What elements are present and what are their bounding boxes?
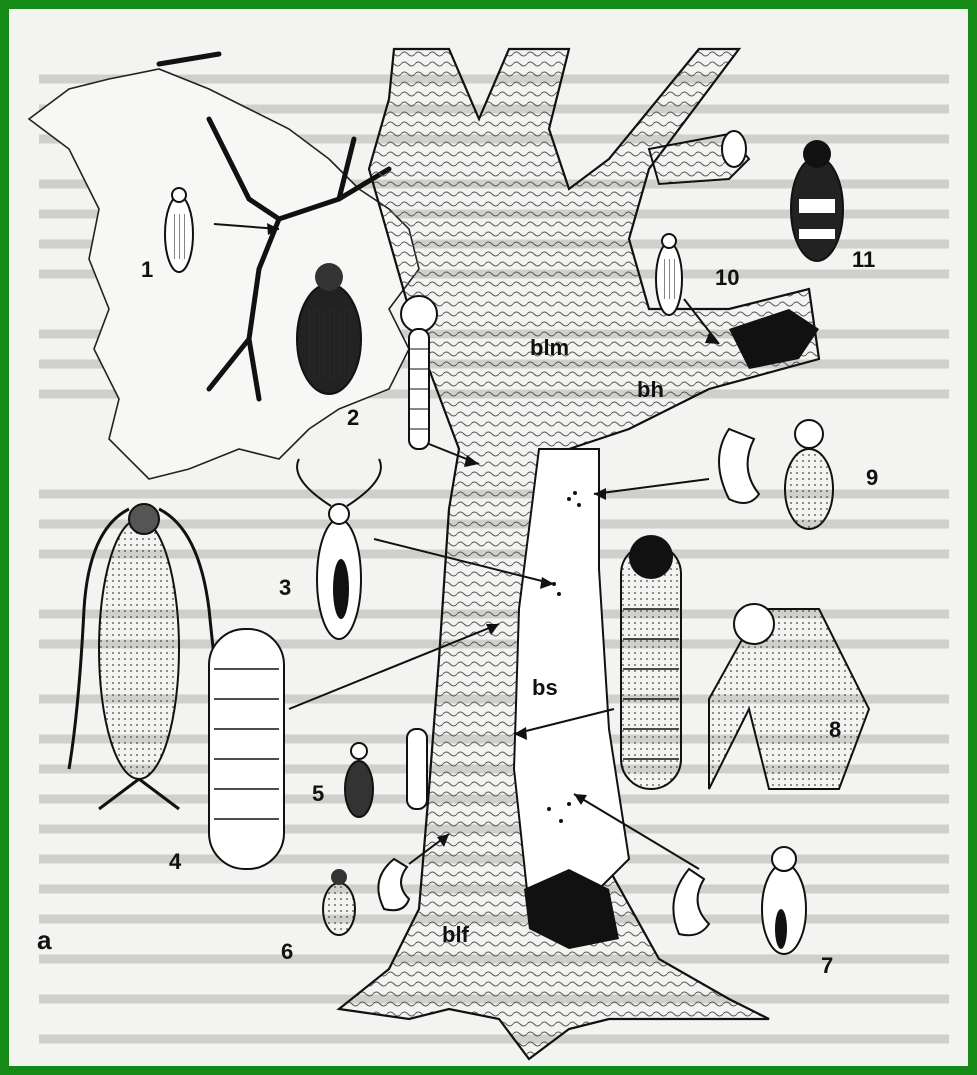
leaf-outline: [29, 54, 419, 479]
label-insect-11: 11: [852, 249, 875, 271]
insect-8-moth: [709, 604, 869, 789]
insect-6-beetle: [323, 869, 355, 935]
insect-small-larva: [407, 729, 427, 809]
label-insect-5: 5: [312, 783, 324, 805]
label-insect-3: 3: [279, 577, 291, 599]
label-insect-8: 8: [829, 719, 841, 741]
label-insect-7: 7: [821, 955, 833, 977]
insect-grub-right: [719, 429, 759, 503]
label-insect-4: 4: [169, 851, 181, 873]
label-insect-6: 6: [281, 941, 293, 963]
insect-5-beetle: [345, 743, 373, 817]
insect-9-beetle: [785, 420, 833, 529]
insect-larva-left: [209, 629, 284, 869]
label-insect-10: 10: [715, 267, 739, 289]
label-blf: blf: [442, 924, 469, 946]
insect-large-larva: [621, 535, 681, 789]
illustration: [9, 9, 977, 1075]
insect-grub-lower-right: [673, 869, 709, 935]
label-bh: bh: [637, 379, 664, 401]
panel-label: a: [37, 927, 51, 953]
label-blm: blm: [530, 337, 569, 359]
insect-11-beetle: [791, 140, 843, 261]
label-insect-2: 2: [347, 407, 359, 429]
label-insect-9: 9: [866, 467, 878, 489]
label-insect-1: 1: [141, 259, 153, 281]
label-bs: bs: [532, 677, 558, 699]
